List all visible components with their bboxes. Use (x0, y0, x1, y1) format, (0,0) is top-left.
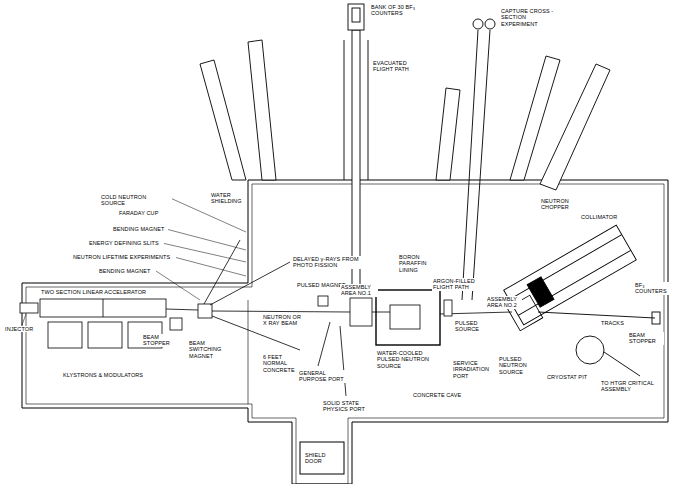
cryostat-pit (576, 336, 604, 364)
callout-label: TWO SECTION LINEAR ACCELERATOR (40, 289, 162, 295)
leader-line (22, 314, 26, 325)
beam-stopper (652, 312, 660, 324)
callout-label: COLLIMATOR (580, 214, 632, 220)
leader-line (174, 257, 246, 276)
callout-label: FARADAY CUP (118, 210, 166, 216)
callout-label: PULSED NEUTRON SOURCE (498, 356, 548, 375)
track (509, 235, 622, 300)
water-shielding (436, 88, 460, 180)
port-line (318, 322, 330, 366)
capture-tube (472, 30, 490, 300)
pulsed-magnet (318, 296, 328, 306)
collimator-frame (504, 225, 637, 325)
shield-wall (368, 40, 369, 180)
callout-label: BF₃ COUNTERS (634, 282, 670, 295)
htgr-link (604, 352, 640, 376)
callout-label: BEAM STOPPER (628, 332, 664, 345)
beam-line-equipment (20, 240, 512, 396)
callout-label: BORON PARAFFIN LINING (398, 254, 444, 273)
callout-label: NEUTRON OR X RAY BEAM (262, 314, 304, 327)
assembly-area-2 (504, 225, 660, 376)
callout-label: CAPTURE CROSS - SECTION EXPERIMENT (500, 8, 558, 27)
callout-label: EVACUATED FLIGHT PATH (372, 60, 418, 73)
callout-label: CRYOSTAT PIT (546, 374, 596, 380)
leader-line (156, 271, 200, 300)
callout-label: SERVICE IRRADIATION PORT (452, 360, 502, 379)
callout-label: ASSEMBLY AREA NO.1 (340, 284, 378, 297)
callout-label: COLD NEUTRON SOURCE (100, 194, 172, 207)
callout-label: BENDING MAGNET (112, 226, 168, 232)
callout-label: BENDING MAGNET (98, 268, 156, 274)
callout-label: 6 FEET NORMAL CONCRETE (262, 354, 300, 373)
capture-tube (462, 30, 478, 300)
callout-label: TRACKS (600, 320, 632, 326)
callout-label: GENERAL PURPOSE PORT (298, 370, 350, 383)
injector (20, 303, 38, 313)
callout-label: ARGON-FILLED FLIGHT PATH (432, 278, 482, 291)
inner-wall (26, 184, 664, 484)
switching-magnet (198, 304, 212, 318)
callout-label: NEUTRON CHOPPER (540, 198, 582, 211)
concrete-cave (376, 290, 440, 345)
beam-line (538, 312, 655, 318)
callout-label: ENERGY DEFINING SLITS (88, 240, 164, 246)
callout-label: TO HTGR CRITICAL ASSEMBLY (600, 380, 658, 393)
callout-label: SHIELD DOOR (304, 452, 342, 465)
callout-label: WATER-COOLED PULSED NEUTRON SOURCE (376, 350, 446, 369)
flight-tube (352, 30, 360, 292)
accelerator (40, 299, 166, 317)
capture-detector (485, 19, 495, 29)
callout-label: BEAM STOPPER (142, 334, 174, 347)
callout-label: BEAM SWITCHING MAGNET (188, 340, 226, 359)
beam-stopper (170, 318, 182, 330)
water-shielding (200, 60, 246, 180)
outer-wall (22, 180, 668, 484)
accelerator-divider (103, 299, 104, 317)
shield-wall (344, 40, 345, 180)
pulsed-source (444, 300, 452, 316)
callout-label: DELAYED γ-RAYS FROM PHOTO FISSION (292, 256, 368, 269)
capture-detector (473, 19, 483, 29)
callout-label: NEUTRON LIFETIME EXPERIMENTS (72, 254, 176, 260)
beam-branch (204, 240, 240, 304)
flight-paths (200, 4, 610, 300)
track (518, 250, 631, 315)
building-walls (22, 180, 668, 484)
water-shielding (248, 40, 276, 180)
beam-line (372, 312, 390, 313)
neutron-source (390, 305, 420, 329)
beam-line (212, 311, 350, 312)
callout-label: SOLID STATE PHYSICS PORT (322, 400, 378, 413)
counter-bank-inner (352, 8, 360, 22)
klystron (48, 322, 82, 348)
callout-label: PULSED SOURCE (454, 320, 488, 333)
beam-line (166, 309, 198, 310)
beam-branch (210, 262, 290, 305)
callout-label: CONCRETE CAVE (412, 392, 470, 398)
partition-wall (248, 300, 249, 404)
callout-label: BANK OF 30 BF₃ COUNTERS (370, 4, 416, 17)
callout-label: INJECTOR (4, 326, 40, 332)
collimator-housing (504, 225, 637, 325)
callout-label: ASSEMBLY AREA NO.2 (486, 296, 522, 309)
port-line (340, 326, 346, 396)
water-shielding (540, 64, 610, 190)
leader-lines (22, 197, 246, 325)
klystron (88, 322, 122, 348)
callout-label: WATER SHIELDING (210, 192, 246, 205)
shield-door (300, 442, 344, 474)
callout-label: KLYSTRONS & MODULATORS (62, 372, 156, 378)
assembly-area-1 (350, 298, 372, 326)
counter-bank (348, 4, 364, 30)
